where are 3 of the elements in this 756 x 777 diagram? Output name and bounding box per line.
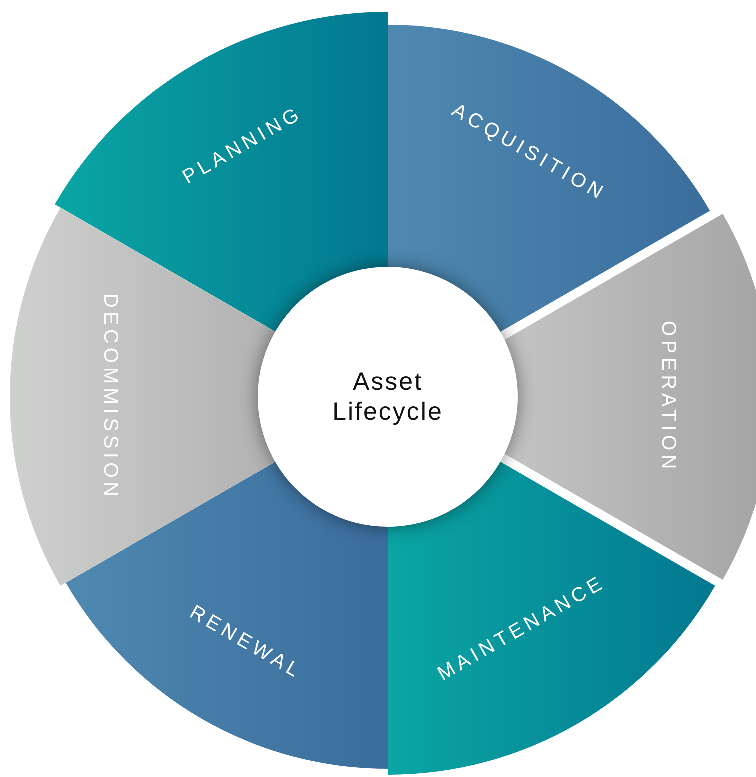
center-title: Asset Lifecycle — [332, 367, 444, 427]
segment-label: DECOMMISSION — [98, 294, 122, 500]
segment-label: OPERATION — [656, 320, 680, 474]
